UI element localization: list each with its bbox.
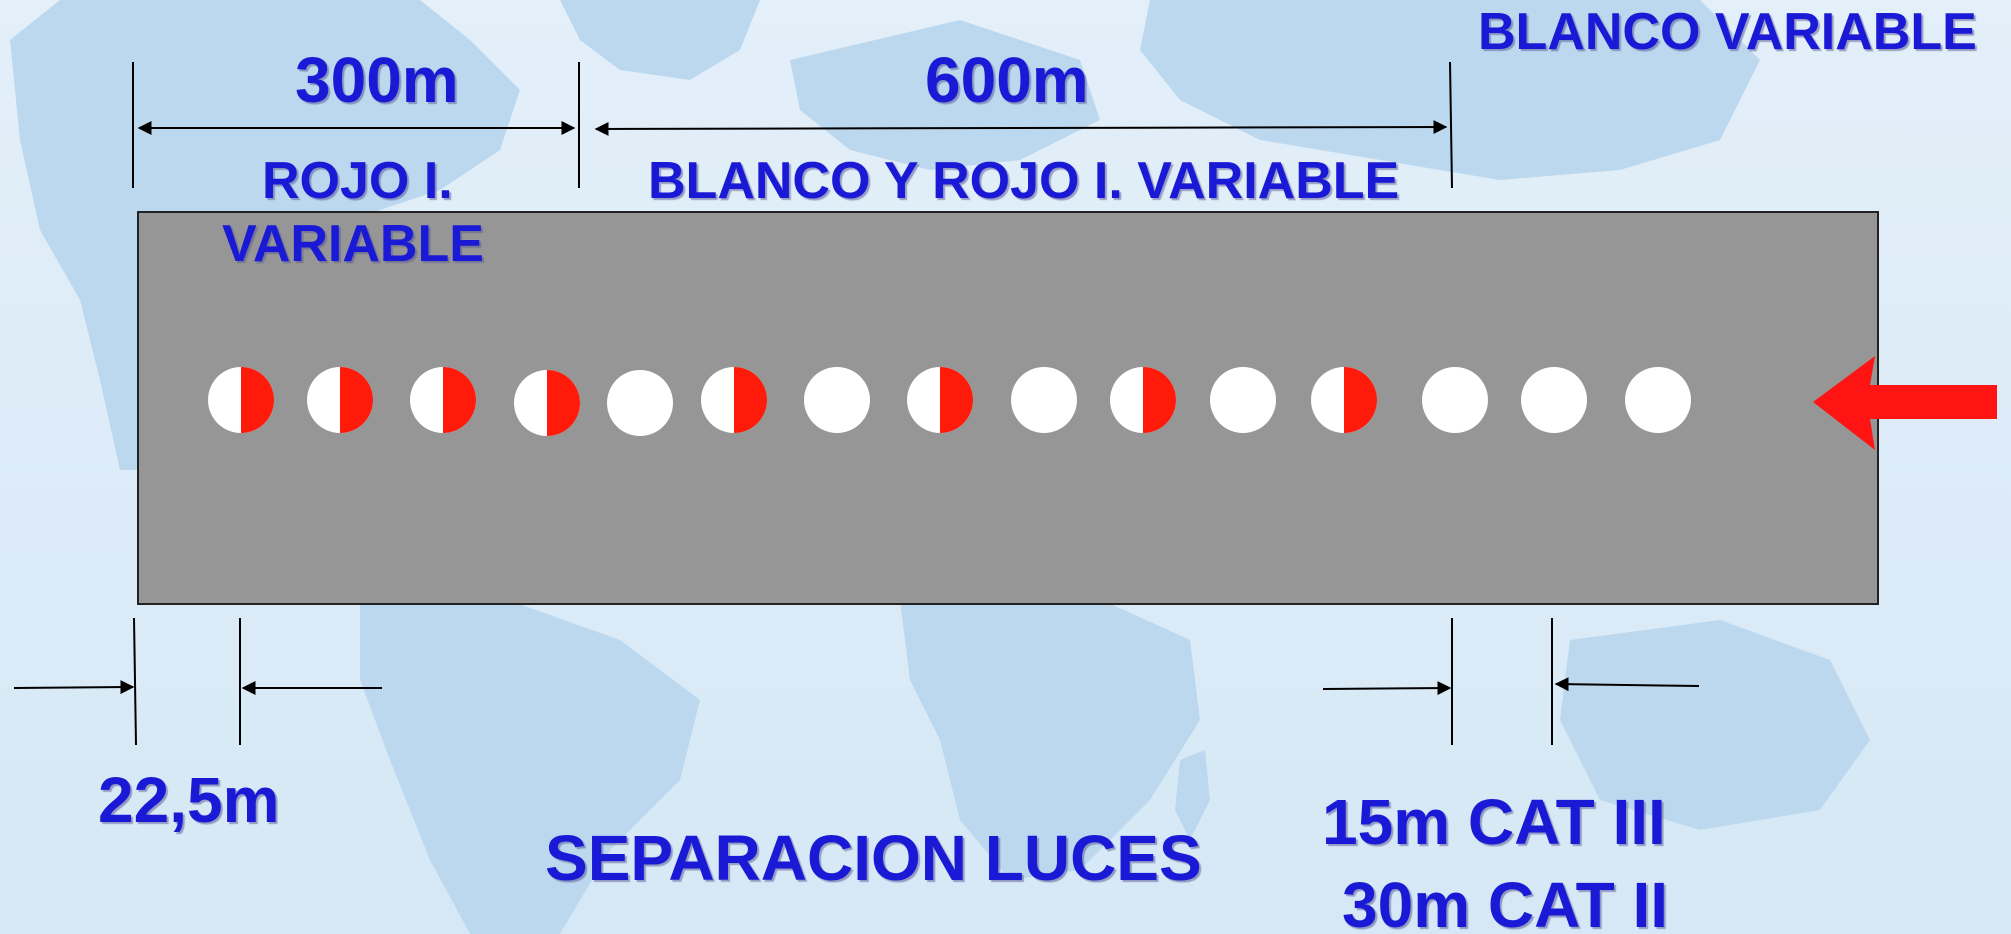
light-white-red	[410, 367, 476, 433]
centerline-lights	[208, 367, 1691, 436]
light-circle	[804, 367, 870, 433]
label-600m: 600m	[925, 44, 1089, 116]
light-white	[1210, 367, 1276, 433]
dimension-600m	[594, 120, 1448, 136]
light-red-half	[1143, 367, 1176, 433]
map-africa	[900, 590, 1200, 880]
label-blanco-y-rojo: BLANCO Y ROJO I. VARIABLE	[648, 152, 1400, 210]
light-circle	[1422, 367, 1488, 433]
light-red-half	[241, 367, 274, 433]
light-circle	[1011, 367, 1077, 433]
approach-direction-arrow	[1813, 356, 1997, 450]
map-madagascar	[1175, 750, 1210, 840]
light-white-red	[208, 367, 274, 433]
light-white	[607, 370, 673, 436]
title-separacion-luces: SEPARACION LUCES	[545, 822, 1202, 894]
light-red-half	[547, 370, 580, 436]
light-red-half	[1344, 367, 1377, 433]
light-circle	[1521, 367, 1587, 433]
light-white-red	[514, 370, 580, 436]
map-greenland	[560, 0, 760, 80]
light-white	[1521, 367, 1587, 433]
arrow-bottom-right-in	[1322, 681, 1452, 696]
tick-bottom-left-a	[133, 617, 137, 746]
label-rojo-line2: VARIABLE	[222, 215, 484, 273]
light-red-half	[940, 367, 973, 433]
label-30m-cat-ii: 30m CAT II	[1342, 869, 1668, 934]
light-white-red	[1110, 367, 1176, 433]
light-circle	[1625, 367, 1691, 433]
light-red-half	[734, 367, 767, 433]
light-white	[1011, 367, 1077, 433]
light-white-red	[907, 367, 973, 433]
light-circle	[1210, 367, 1276, 433]
tick-900	[1449, 61, 1453, 189]
label-rojo-line1: ROJO I.	[262, 152, 453, 210]
light-red-half	[340, 367, 373, 433]
label-blanco-variable: BLANCO VARIABLE	[1478, 3, 1977, 61]
light-white-red	[307, 367, 373, 433]
light-white-red	[1311, 367, 1377, 433]
label-22-5m: 22,5m	[98, 764, 280, 836]
light-red-half	[443, 367, 476, 433]
arrow-bottom-left-in	[13, 680, 135, 695]
light-white	[1422, 367, 1488, 433]
light-white	[1625, 367, 1691, 433]
light-circle	[607, 370, 673, 436]
light-white	[804, 367, 870, 433]
map-south-america	[360, 590, 700, 934]
light-white-red	[701, 367, 767, 433]
arrow-bottom-right-out	[1554, 677, 1700, 692]
label-300m: 300m	[295, 44, 459, 116]
label-15m-cat-iii: 15m CAT III	[1322, 786, 1666, 858]
map-australia	[1560, 620, 1870, 830]
